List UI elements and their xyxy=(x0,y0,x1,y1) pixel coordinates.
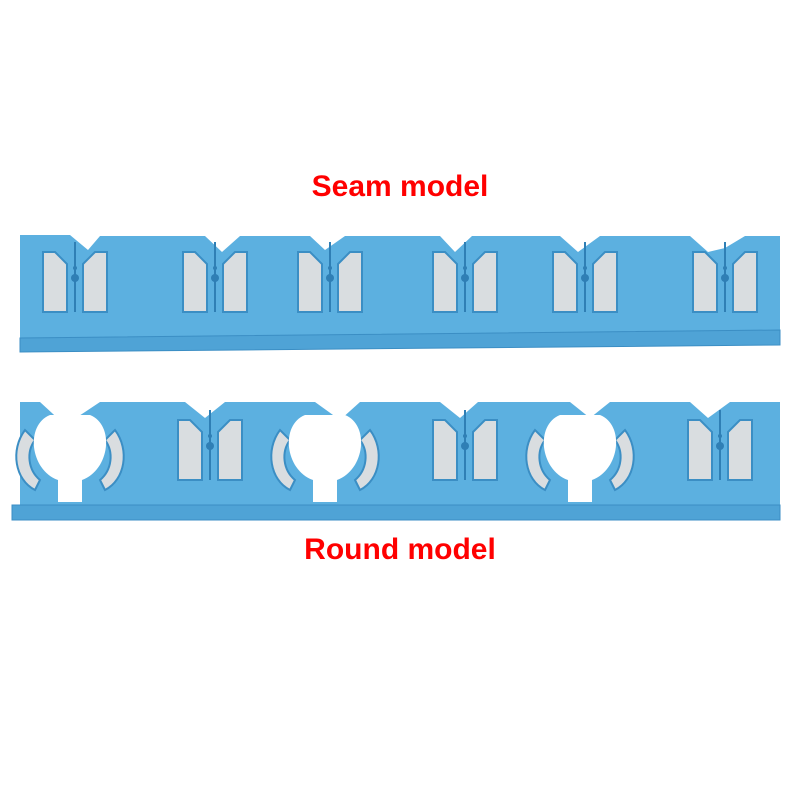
round-strip xyxy=(11,402,781,521)
seam-model-label: Seam model xyxy=(311,170,489,203)
round-model-label: Round model xyxy=(304,533,496,566)
seam-strip xyxy=(19,235,781,353)
